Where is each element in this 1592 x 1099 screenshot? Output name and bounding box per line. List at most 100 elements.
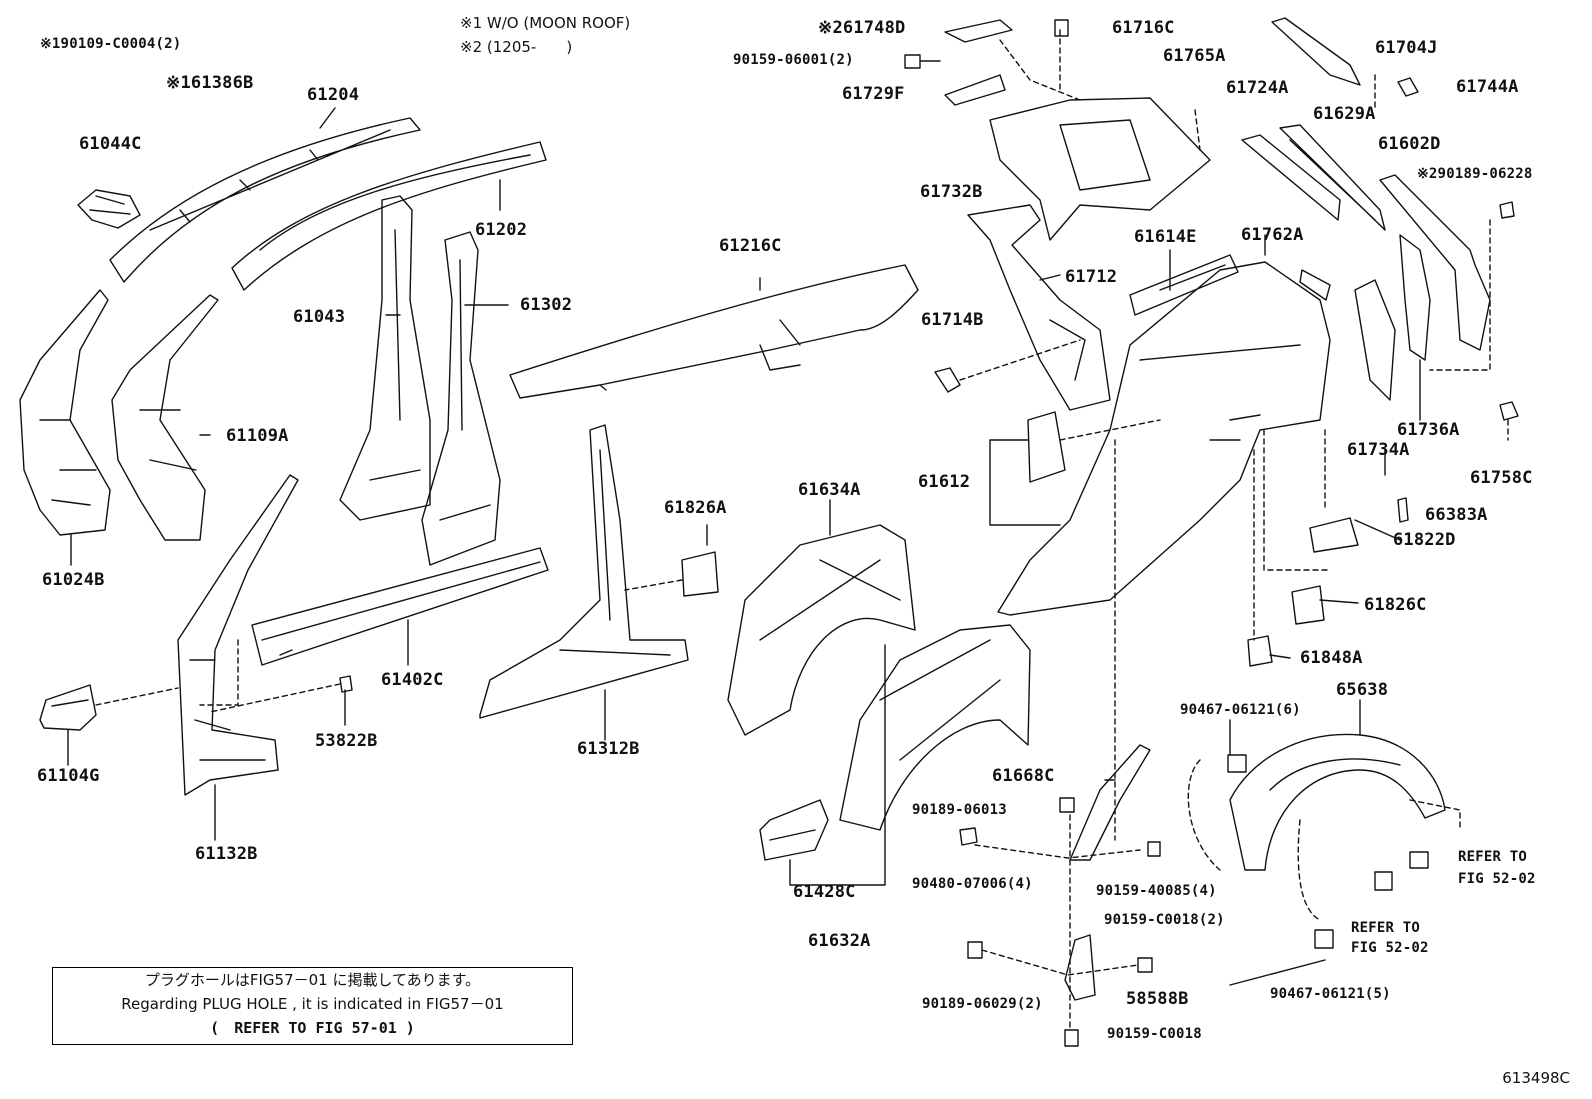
part-label[interactable]: 90159-C0018 [1107, 1026, 1202, 1042]
part-label[interactable]: 61024B [42, 570, 105, 590]
part-61629a-panel [1279, 124, 1386, 231]
plug-hole-note: プラグホールはFIG57－01 に掲載してあります。 Regarding PLU… [52, 967, 573, 1045]
part-label[interactable]: 61729F [842, 84, 905, 104]
part-label[interactable]: ※161386B [166, 73, 254, 93]
part-label[interactable]: 61402C [381, 670, 444, 690]
part-61043-pillar [339, 195, 431, 521]
part-label[interactable]: 61712 [1065, 267, 1118, 287]
part-61736a-panel [1399, 234, 1431, 361]
part-label[interactable]: 61758C [1470, 468, 1533, 488]
part-label[interactable]: 61602D [1378, 134, 1441, 154]
part-label[interactable]: 90467-06121(5) [1270, 986, 1391, 1002]
part-61614e-panel [1129, 254, 1239, 316]
note-date: ※2 (1205- ) [460, 38, 573, 56]
part-label[interactable]: 61634A [798, 480, 861, 500]
part-61204-rail [109, 117, 421, 283]
part-label[interactable]: 61848A [1300, 648, 1363, 668]
part-label[interactable]: 61734A [1347, 440, 1410, 460]
part-label[interactable]: 61744A [1456, 77, 1519, 97]
part-61612-quarter [997, 261, 1331, 616]
part-label[interactable]: 61629A [1313, 104, 1376, 124]
part-label[interactable]: 61104G [37, 766, 100, 786]
part-label[interactable]: 61736A [1397, 420, 1460, 440]
part-label[interactable]: 66383A [1425, 505, 1488, 525]
part-61216c-roof [509, 264, 919, 399]
leader-dash [95, 639, 239, 706]
part-90189-06228-clip [1499, 201, 1515, 219]
part-label[interactable]: 61428C [793, 882, 856, 902]
part-label[interactable]: 61822D [1393, 530, 1456, 550]
part-label[interactable]: 90467-06121(6) [1180, 702, 1301, 718]
part-refer-clip-a [1409, 851, 1429, 869]
part-label[interactable]: 90159-C0018(2) [1104, 912, 1225, 928]
part-90480-07006-clip [959, 827, 978, 846]
part-61826a-block [681, 551, 719, 597]
part-90189-06029-clip [967, 941, 983, 959]
refer-label[interactable]: REFER TO [1351, 920, 1421, 936]
plug-hole-note-ref[interactable]: ( REFER TO FIG 57-01 ) [210, 1019, 415, 1037]
part-label[interactable]: 90189-06029(2) [922, 996, 1043, 1012]
part-label[interactable]: 61826C [1364, 595, 1427, 615]
part-61668c-liner [1069, 744, 1151, 861]
part-61822d-block [1309, 517, 1359, 553]
part-label[interactable]: 61724A [1226, 78, 1289, 98]
part-label[interactable]: 65638 [1336, 680, 1389, 700]
part-61202-rail [231, 141, 547, 291]
part-61104g-bracket [39, 684, 97, 731]
part-label[interactable]: 61732B [920, 182, 983, 202]
figure-id: 613498C [1502, 1069, 1570, 1087]
part-label[interactable]: 61762A [1241, 225, 1304, 245]
part-label[interactable]: 90159-40085(4) [1096, 883, 1217, 899]
part-refer-clip-b [1374, 871, 1393, 891]
part-label[interactable]: 61668C [992, 766, 1055, 786]
part-label[interactable]: 90189-06013 [912, 802, 1007, 818]
part-label[interactable]: 61216C [719, 236, 782, 256]
part-61826c-block [1291, 585, 1325, 625]
part-61716c-clip [1054, 19, 1069, 37]
part-label[interactable]: 61202 [475, 220, 528, 240]
part-label[interactable]: 90159-06001(2) [733, 52, 854, 68]
part-label[interactable]: 61714B [921, 310, 984, 330]
part-label[interactable]: 61043 [293, 307, 346, 327]
leader-dash [999, 29, 1201, 151]
part-61312b-side [479, 424, 689, 719]
part-label[interactable]: 61312B [577, 739, 640, 759]
part-label[interactable]: 61044C [79, 134, 142, 154]
part-61428c-bracket [759, 799, 829, 861]
part-label[interactable]: 61704J [1375, 38, 1438, 58]
part-label[interactable]: ※261748D [818, 18, 906, 38]
part-label[interactable]: 61204 [307, 85, 360, 105]
plug-hole-note-jp: プラグホールはFIG57－01 に掲載してあります。 [144, 971, 481, 989]
refer-label[interactable]: REFER TO [1458, 849, 1528, 865]
part-label[interactable]: 61109A [226, 426, 289, 446]
part-61758c-clip [1499, 401, 1519, 421]
part-label[interactable]: 53822B [315, 731, 378, 751]
part-61132b-pillar [177, 474, 299, 796]
part-61734a-panel [1354, 279, 1396, 401]
refer-label[interactable]: FIG 52-02 [1351, 940, 1429, 956]
part-label[interactable]: 58588B [1126, 989, 1189, 1009]
leader-line [989, 439, 1061, 526]
part-label[interactable]: 61826A [664, 498, 727, 518]
leader-dash [1253, 429, 1326, 641]
part-61744a-clip [1397, 77, 1419, 97]
part-label[interactable]: 61765A [1163, 46, 1226, 66]
part-label[interactable]: 61632A [808, 931, 871, 951]
part-label[interactable]: 61302 [520, 295, 573, 315]
part-label[interactable]: 61132B [195, 844, 258, 864]
part-61729f-bracket [944, 74, 1006, 106]
part-61724a-panel [1241, 134, 1341, 221]
part-61302-pillar [421, 231, 501, 566]
note-moonroof: ※1 W/O (MOON ROOF) [460, 14, 631, 32]
part-label[interactable]: 90480-07006(4) [912, 876, 1033, 892]
part-label[interactable]: 61614E [1134, 227, 1197, 247]
part-label[interactable]: ※290189-06228 [1417, 166, 1533, 182]
part-label[interactable]: 61612 [918, 472, 971, 492]
part-label[interactable]: 61716C [1112, 18, 1175, 38]
part-61732b-panel [989, 97, 1211, 241]
part-label[interactable]: ※190109-C0004(2) [40, 36, 182, 52]
part-90467-06121-nut-b [1314, 929, 1334, 949]
refer-label[interactable]: FIG 52-02 [1458, 871, 1536, 887]
part-61714b-clip [934, 367, 961, 393]
